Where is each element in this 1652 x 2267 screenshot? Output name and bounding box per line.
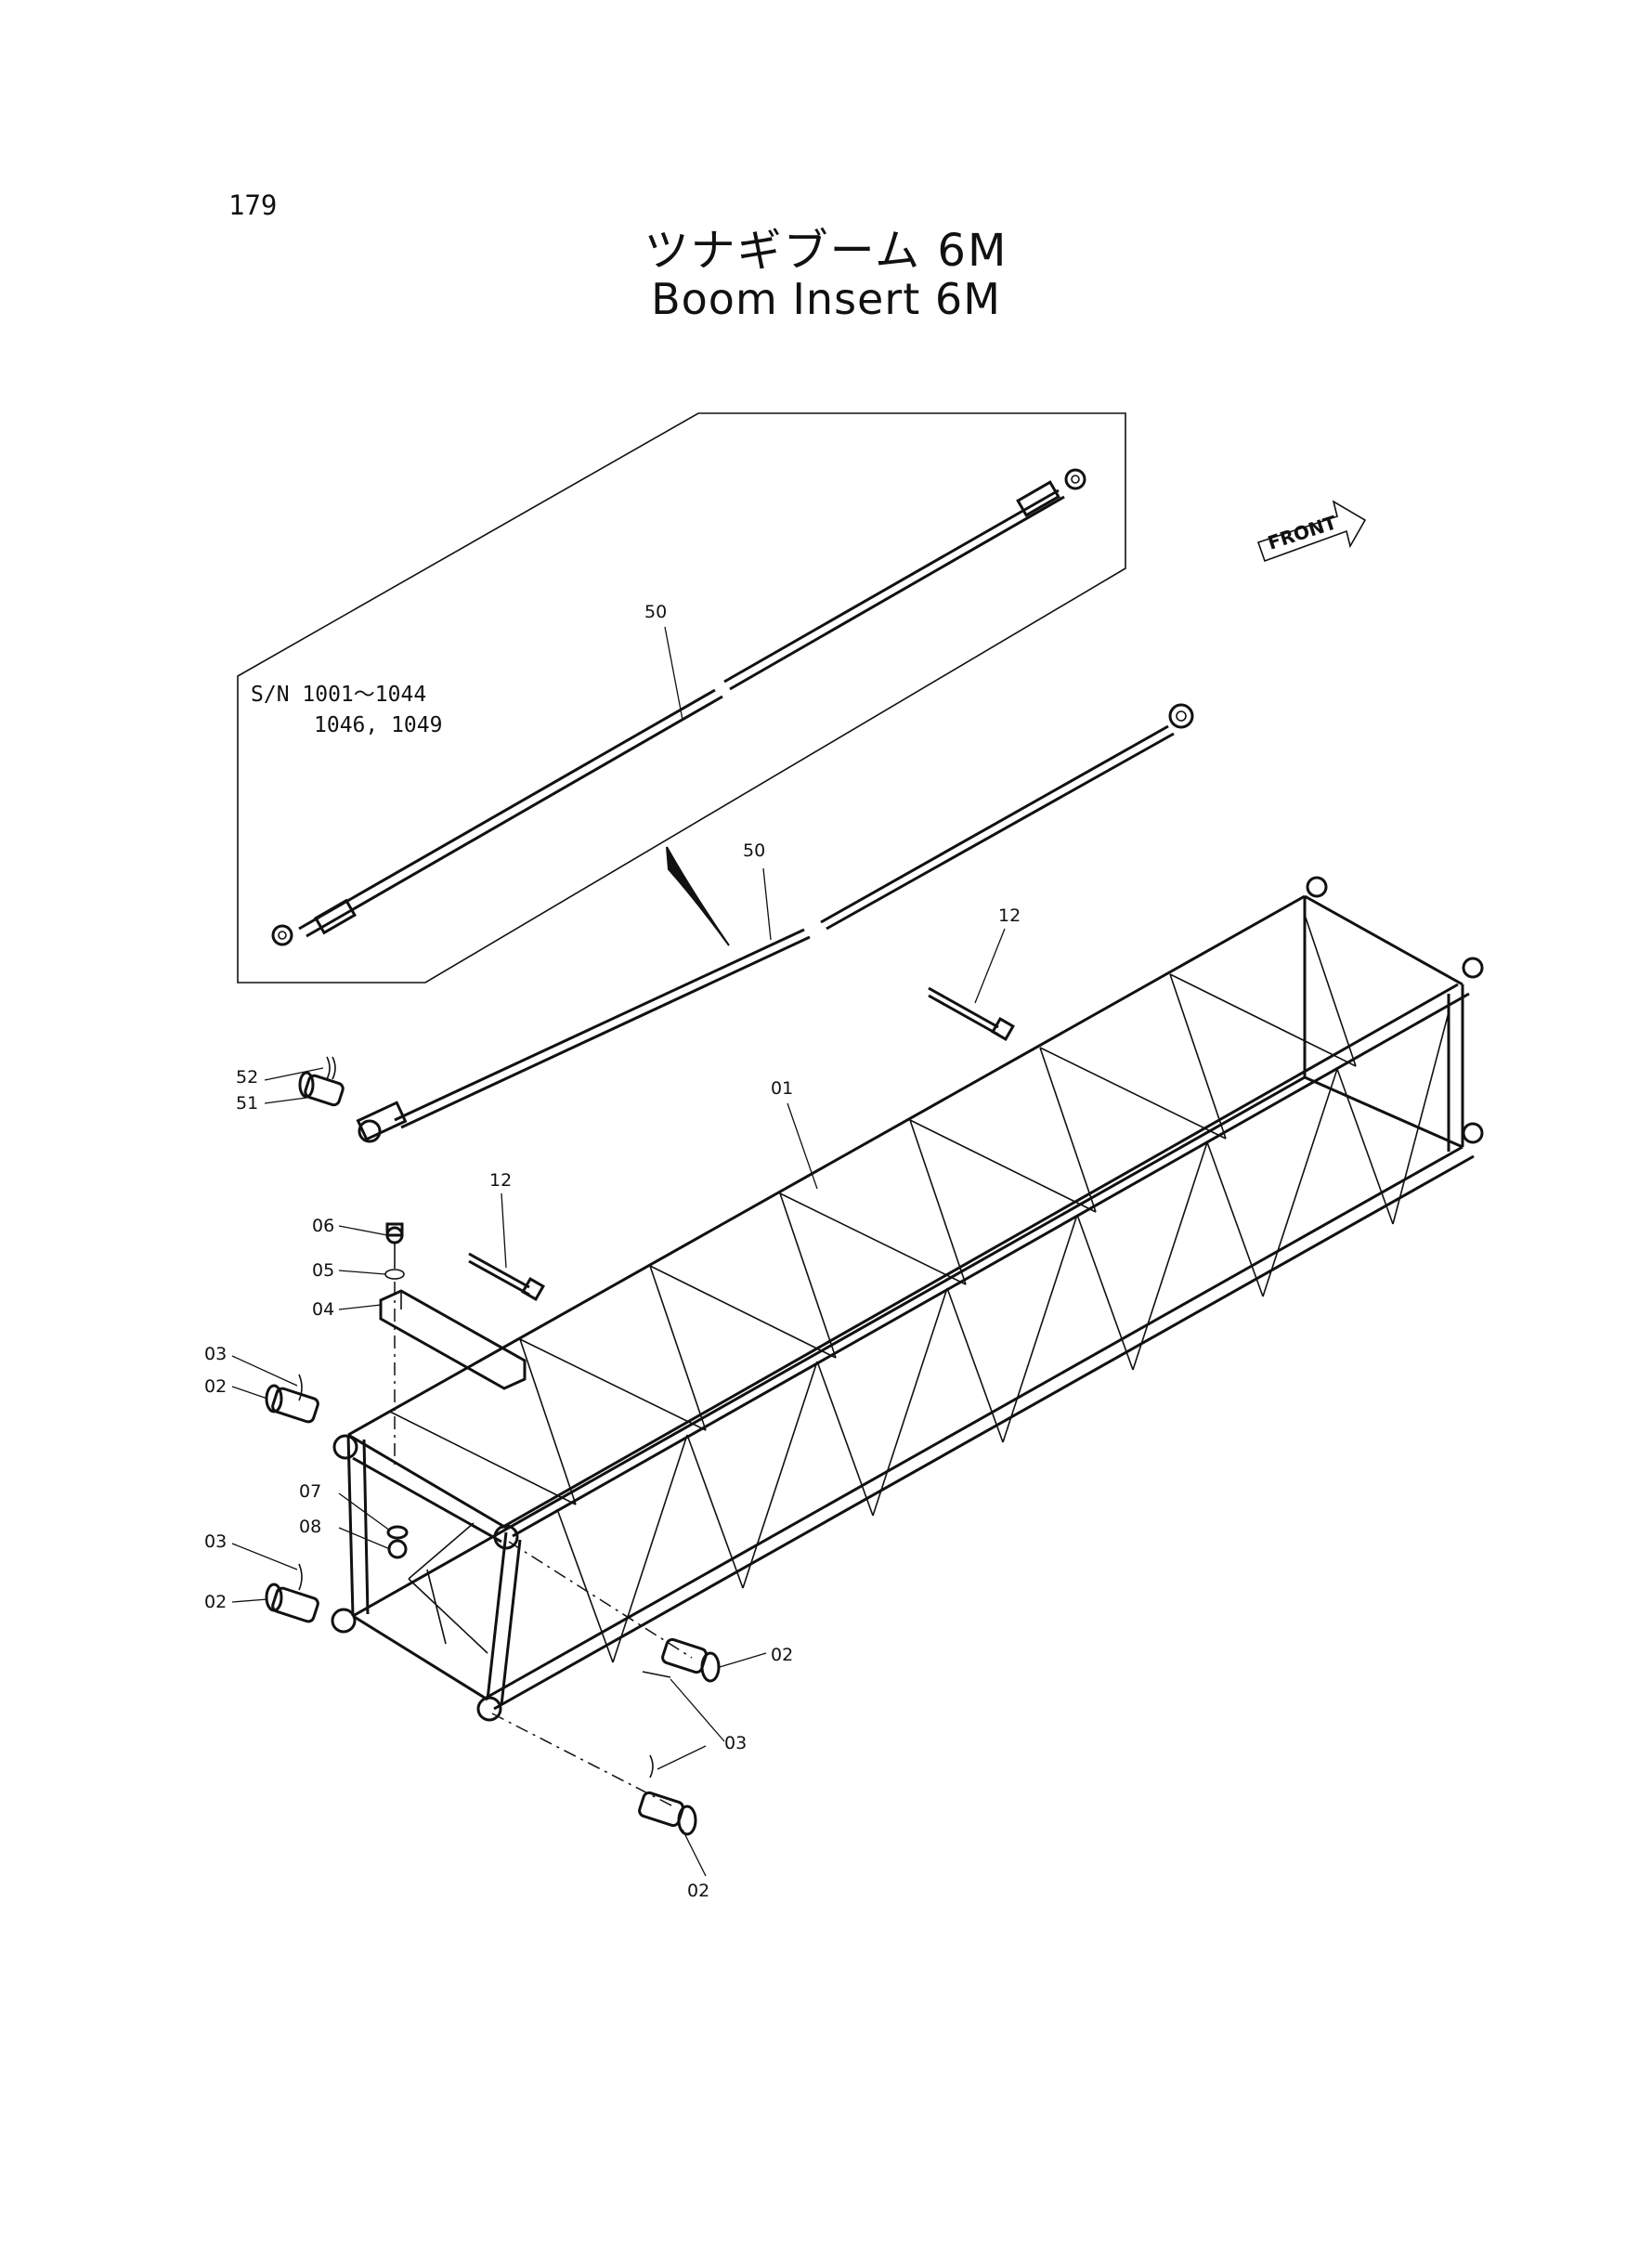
- callout-03-lower: 03: [204, 1531, 227, 1552]
- boom-lattice-frame: [331, 876, 1484, 1722]
- callout-04: 04: [312, 1299, 334, 1320]
- callout-50-main: 50: [743, 840, 765, 861]
- callout-02-bottom: 02: [687, 1881, 709, 1901]
- title-english: Boom Insert 6M: [651, 274, 1001, 324]
- callout-03-bottom: 03: [724, 1733, 747, 1753]
- serial-variant-inset-box: [237, 412, 1126, 984]
- title-japanese: ツナギブーム 6M: [644, 225, 1008, 277]
- pin-02-lower-left: [265, 1563, 319, 1623]
- callout-51: 51: [236, 1093, 258, 1114]
- callout-50-inset: 50: [644, 602, 667, 622]
- callout-02-upper: 02: [204, 1376, 227, 1397]
- front-direction-arrow: FRONT: [1256, 500, 1367, 563]
- callout-08: 08: [299, 1517, 321, 1537]
- callout-06: 06: [312, 1216, 334, 1236]
- pin-51-and-clip-52: [298, 1056, 345, 1107]
- serial-note-line2: 1046, 1049: [314, 713, 442, 737]
- bolt-12-top: [928, 986, 1015, 1041]
- callout-12-mid: 12: [489, 1170, 512, 1191]
- page-number: 179: [228, 189, 278, 221]
- pendant-rod-main: [356, 703, 1194, 1143]
- breakaway-symbol: [666, 846, 730, 946]
- callout-02-lower: 02: [204, 1592, 227, 1612]
- pin-02-mid-right: [508, 1541, 721, 1683]
- serial-note-line1: S/N 1001～1044: [251, 683, 426, 707]
- callout-02-mid-right: 02: [771, 1645, 793, 1665]
- callout-52: 52: [236, 1067, 258, 1088]
- nut-07-washer-08: [386, 1525, 409, 1559]
- callout-01: 01: [771, 1078, 793, 1099]
- callout-05: 05: [312, 1260, 334, 1281]
- bracket-04-assembly: [379, 1222, 527, 1467]
- pendant-rod-inset: [271, 468, 1086, 946]
- callout-03-upper: 03: [204, 1344, 227, 1364]
- pin-02-bottom-right: [491, 1713, 697, 1836]
- callout-12-top: 12: [998, 905, 1021, 926]
- bolt-12-mid: [468, 1252, 545, 1301]
- callout-07: 07: [299, 1481, 321, 1502]
- leader-lines: [231, 626, 1006, 1877]
- pin-02-upper-left: [265, 1374, 319, 1424]
